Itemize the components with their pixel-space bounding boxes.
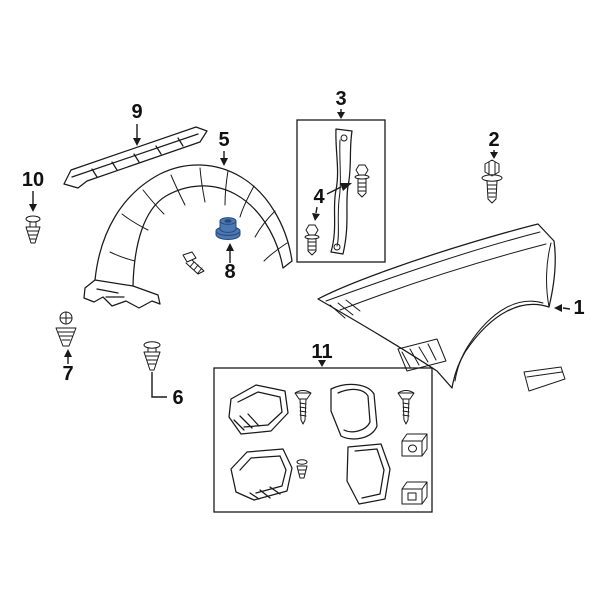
callout-label-8: 8 — [224, 261, 235, 283]
callout-11-arrowhead — [318, 360, 326, 367]
mud-guard-front-left — [228, 384, 289, 435]
callout-label-1: 1 — [573, 297, 584, 319]
callout-5: 5 — [218, 129, 230, 166]
callout-4: 4 — [312, 183, 352, 221]
shield-clip-drawing — [143, 341, 167, 398]
callout-9-arrowhead — [133, 138, 141, 146]
callout-8: 8 — [224, 243, 236, 283]
j-nut-clip-top-hole — [408, 444, 417, 453]
callout-1: 1 — [554, 297, 585, 319]
garnish-strip-icon — [63, 126, 208, 189]
push-clip-icon — [25, 215, 41, 244]
callout-label-11: 11 — [311, 341, 332, 363]
callout-1-arrowhead — [554, 304, 562, 312]
fender-sill-piece — [523, 366, 566, 392]
callout-4-leader-b — [315, 206, 318, 214]
callout-label-5: 5 — [218, 129, 229, 151]
callout-label-4: 4 — [313, 186, 325, 208]
liner-screw-icon — [182, 251, 205, 275]
callout-label-9: 9 — [131, 101, 142, 123]
fender-bracket-icon — [397, 338, 447, 372]
mud-guard-screw-left — [294, 390, 312, 425]
j-nut-clip-bottom — [401, 481, 428, 505]
hex-bolt-icon — [481, 159, 503, 204]
callout-label-10: 10 — [22, 169, 44, 191]
callout-label-6: 6 — [172, 387, 183, 409]
mud-guard-screw-right — [397, 390, 415, 425]
screw-clip-icon — [55, 311, 77, 347]
callout-4-arrowhead-b — [312, 213, 320, 221]
callout-label-7: 7 — [62, 363, 73, 385]
callout-7-arrowhead — [64, 349, 72, 357]
liner-band-outline — [94, 164, 293, 287]
liner-flange-outline — [83, 279, 161, 309]
screw-grommet-drawing — [55, 311, 77, 347]
callout-label-3: 3 — [335, 88, 346, 110]
grommet-top-hole — [224, 219, 232, 223]
liner-contour-lines — [109, 167, 288, 262]
callout-4-leader-a — [326, 186, 342, 195]
callout-7: 7 — [62, 349, 74, 385]
fender-top-flange-line — [325, 231, 541, 302]
stay-bracket-outline — [330, 128, 353, 255]
callout-4-arrowhead-a — [340, 183, 352, 191]
mud-guard-clip-icon — [296, 459, 308, 479]
garnish-clip-drawing — [25, 215, 41, 244]
callout-5-arrowhead — [220, 158, 228, 166]
mud-guard-group-box — [213, 367, 433, 513]
fender-stay-drawing — [296, 119, 386, 263]
callout-11: 11 — [311, 341, 333, 367]
wheel-arch-flange-line — [454, 300, 544, 382]
j-nut-clip-top — [401, 433, 428, 457]
callout-3: 3 — [335, 88, 347, 119]
callout-2: 2 — [488, 129, 500, 159]
mud-guard-front-right — [330, 383, 378, 440]
stay-bolt-upper-icon — [354, 164, 370, 198]
fender-crease-line — [339, 243, 547, 311]
stay-bracket-inner-line — [336, 139, 341, 247]
mud-guard-rear-right — [346, 443, 391, 505]
callout-6-leader — [151, 372, 167, 398]
mud-guard-rear-left — [230, 448, 293, 501]
mud-guard-set-drawing — [213, 367, 433, 513]
callout-1-leader — [562, 307, 571, 310]
push-clip-large-icon — [143, 341, 161, 371]
callout-9: 9 — [131, 101, 143, 146]
callout-3-arrowhead — [337, 112, 345, 119]
stay-hole-bottom — [333, 243, 341, 251]
fender-bolt-drawing — [481, 159, 503, 204]
callout-10-arrowhead — [29, 204, 37, 212]
splash-shield-drawing — [83, 164, 293, 309]
front-fender-drawing — [317, 223, 566, 392]
stay-hole-top — [340, 134, 348, 142]
fender-front-hatch — [329, 299, 361, 319]
callout-6: 6 — [172, 387, 183, 409]
callout-8-arrowhead — [226, 243, 234, 251]
fender-rear-edge-line — [546, 242, 552, 308]
grommet-highlighted-drawing — [215, 217, 241, 240]
stay-group-box — [296, 119, 386, 263]
fender-garnish-drawing — [63, 126, 208, 189]
callout-2-arrowhead — [490, 152, 498, 159]
stay-bolt-lower-icon — [304, 224, 320, 256]
callout-10: 10 — [22, 169, 44, 212]
callout-label-2: 2 — [488, 129, 499, 151]
